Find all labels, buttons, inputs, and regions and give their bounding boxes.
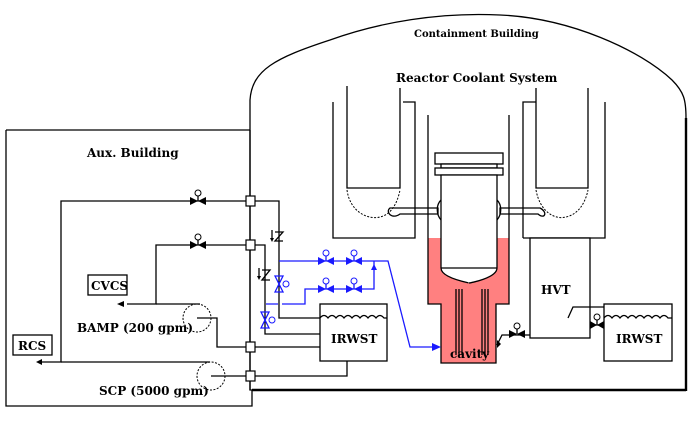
- valve-injection-1[interactable]: [318, 249, 334, 265]
- irwst-left-top-line: [278, 304, 320, 319]
- valve-cavity-hvt[interactable]: [509, 322, 525, 338]
- cavity-to-hvt-line: [496, 334, 530, 346]
- hvt-tank[interactable]: [529, 237, 591, 339]
- cvcs-label: CVCS: [91, 279, 128, 293]
- irwst-right-tank[interactable]: [603, 303, 673, 362]
- injection-arrow-up: [371, 264, 377, 270]
- junction-2: [245, 239, 256, 251]
- valve-injection-vertical-lower[interactable]: [259, 311, 276, 329]
- valve-injection-2[interactable]: [346, 249, 362, 265]
- irwst-left-label: IRWST: [331, 332, 377, 346]
- hvt-overflow-line: [567, 306, 605, 319]
- rcs-box[interactable]: [12, 334, 53, 356]
- containment-building-outline: [249, 13, 687, 391]
- bamp-label: BAMP (200 gpm): [77, 321, 193, 335]
- valve-injection-3[interactable]: [318, 277, 334, 293]
- cvcs-arrow: [117, 301, 124, 307]
- valve-injection-vertical-upper[interactable]: [273, 275, 290, 293]
- irwst-right-label: IRWST: [616, 332, 662, 346]
- steam-generator-right: [499, 88, 606, 239]
- check-valve-lower: [257, 268, 272, 281]
- aux-building-outline: [5, 129, 253, 407]
- injection-arrow-cavity: [432, 343, 441, 351]
- cvcs-box[interactable]: [87, 274, 128, 296]
- reactor-coolant-system-label: Reactor Coolant System: [396, 71, 558, 85]
- cvcs-line: [127, 244, 246, 305]
- valve-irwst-hvt[interactable]: [590, 313, 604, 329]
- rcs-label: RCS: [18, 339, 46, 353]
- scp-label: SCP (5000 gpm): [99, 384, 209, 398]
- irwst-left-tank[interactable]: [319, 303, 388, 362]
- junction-4: [245, 370, 256, 382]
- valve-rcs-return[interactable]: [190, 189, 206, 205]
- cavity-walls: [427, 115, 510, 364]
- hvt-label: HVT: [541, 283, 571, 297]
- steam-generator-left: [332, 86, 439, 239]
- injection-line-lower: [266, 261, 375, 305]
- rcs-arrow: [36, 359, 42, 365]
- junction-1: [245, 195, 256, 207]
- junction-3: [245, 341, 256, 353]
- valve-injection-4[interactable]: [346, 277, 362, 293]
- bamp-discharge-line: [197, 317, 246, 348]
- junction2-right-line: [255, 244, 320, 335]
- reactor-vessel: [434, 152, 504, 355]
- valve-cvcs[interactable]: [190, 233, 206, 249]
- containment-building-label: Containment Building: [414, 29, 539, 40]
- aux-building-label: Aux. Building: [86, 146, 179, 160]
- junction4-irwst-line: [255, 361, 348, 377]
- rcs-return-line: [40, 200, 246, 363]
- irwst-right-water-surface: [603, 314, 672, 320]
- junction1-right-line: [255, 200, 280, 304]
- check-valve-upper: [270, 230, 285, 242]
- cavity-inlet-arrow: [497, 340, 501, 348]
- cavity-label: cavity: [450, 347, 490, 361]
- irwst-left-water-surface: [319, 314, 387, 320]
